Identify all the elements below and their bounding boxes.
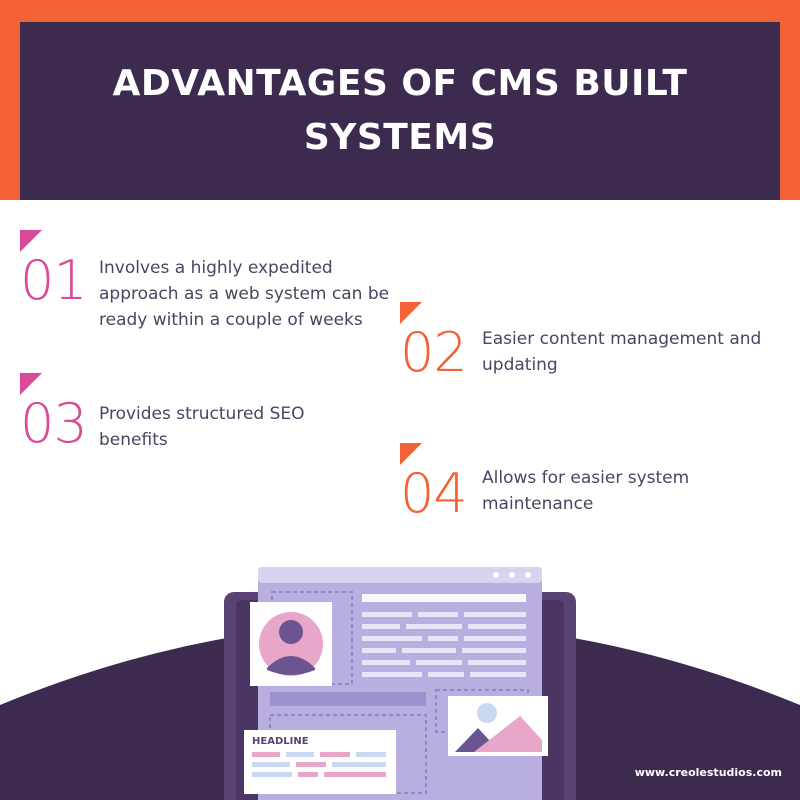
- advantage-text: Provides structured SEO benefits: [99, 404, 305, 450]
- window-dot-icon: [493, 572, 499, 578]
- browser-toolbar: [258, 567, 542, 583]
- advantage-number: 01: [20, 249, 88, 312]
- headline-lines: [252, 752, 386, 777]
- advantage-text: Allows for easier system maintenance: [482, 468, 690, 514]
- advantage-number: 02: [400, 321, 468, 384]
- text-lines: [362, 612, 526, 677]
- advantage-text: Easier content management and updating: [482, 329, 762, 375]
- window-dot-icon: [509, 572, 515, 578]
- page-title: ADVANTAGES OF CMS BUILT SYSTEMS: [112, 63, 688, 158]
- footer-website-link[interactable]: www.creolestudios.com: [634, 766, 782, 779]
- avatar-icon: [279, 620, 303, 644]
- title-banner: ADVANTAGES OF CMS BUILT SYSTEMS: [20, 22, 780, 200]
- window-dot-icon: [525, 572, 531, 578]
- cms-browser-illustration: HEADLINE: [0, 567, 800, 800]
- advantage-number: 04: [400, 462, 468, 525]
- advantage-text: Involves a highly expedited approach as …: [99, 258, 390, 330]
- advantage-number: 03: [20, 392, 88, 455]
- headline-label: HEADLINE: [252, 736, 309, 747]
- sun-icon: [477, 703, 497, 723]
